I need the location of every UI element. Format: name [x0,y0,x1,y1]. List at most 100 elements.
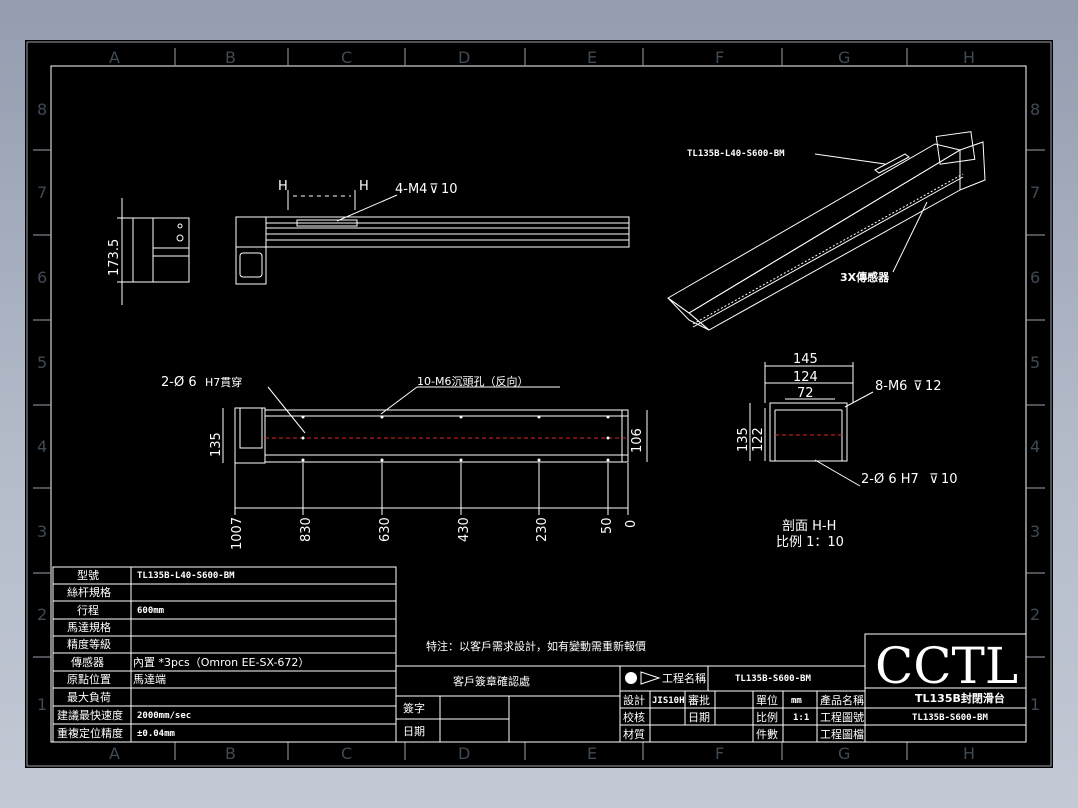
zone-col-a-top: A [109,48,120,67]
zone-row-4-left: 4 [37,437,47,456]
leader-sec-2d6 [814,459,861,487]
tb-design-value: JIS10H [652,696,685,706]
zone-row-8-right: 8 [1030,100,1040,119]
outer-border [26,41,1052,767]
drawing-canvas[interactable]: A B C D E F G H A B C D E F G H 8 7 6 5 … [25,40,1053,768]
tb-scale-label: 比例 [756,710,778,724]
zone-col-h-top: H [963,48,975,67]
dim-106: 106 [630,428,645,453]
callout-model: TL135B-L40-S600-BM [687,149,785,159]
top-view-dimension-lines [222,408,648,515]
dim-145: 145 [793,352,818,367]
spec-label-model: 型號 [77,568,99,582]
spec-label-speed: 建議最快速度 [57,708,123,722]
zone-col-b-top: B [225,48,236,67]
callout-10m6: 10-M6沉頭孔（反向） [417,374,528,388]
leader-sensor [892,201,928,273]
section-scale: 比例 1：10 [776,535,844,550]
section-h-right: H [359,179,369,194]
dim-1007: 1007 [230,517,245,550]
leader-model [814,153,886,165]
leader-2d6 [267,386,306,434]
leader-8m6 [844,391,874,408]
tb-qty-label: 件數 [756,728,778,741]
tb-approve-label: 審批 [688,693,710,707]
tb-unit-value: mm [791,696,802,706]
zone-col-f-bottom: F [715,744,724,763]
callout-8m6: 8-M6 [875,379,907,394]
spec-label-max-load: 最大負荷 [67,690,111,704]
zone-row-7-right: 7 [1030,183,1040,202]
drawing-sheet[interactable]: A B C D E F G H A B C D E F G H 8 7 6 5 … [25,40,1053,768]
tb-drawing-no-value: TL135B-S600-BM [912,713,988,723]
dim-173-5: 173.5 [107,239,122,276]
spec-value-repeat: ±0.04mm [137,729,176,739]
section-view[interactable] [749,362,854,462]
section-h-left: H [278,179,288,194]
spec-value-speed: 2000mm/sec [137,711,191,721]
dim-630: 630 [378,517,393,542]
zone-col-h-bottom: H [963,744,975,763]
tb-design-label: 設計 [623,693,645,707]
section-marker-h [287,190,356,210]
zone-col-e-top: E [587,48,597,67]
title-block [619,633,1027,743]
spec-value-sensor: 內置 *3pcs（Omron EE-SX-672） [133,656,309,669]
projection-symbol-icon [625,671,661,685]
spec-label-stroke: 行程 [77,604,99,617]
zone-row-2-left: 2 [37,605,47,624]
confirm-title: 客戶簽章確認處 [453,674,530,688]
zone-col-b-bottom: B [225,744,236,763]
dim-72: 72 [797,386,814,401]
spec-label-origin: 原點位置 [67,672,111,686]
zone-row-1-right: 1 [1030,695,1040,714]
special-note: 特注：以客戶需求設計，如有變動需重新報價 [426,639,646,653]
dim-122: 122 [751,427,766,452]
dim-135-section: 135 [736,427,751,452]
end-view[interactable] [117,198,190,305]
zone-ticks [33,48,1045,760]
dim-830: 830 [299,517,314,542]
callout-2d6: 2-Ø 6 [161,375,197,390]
dim-0: 0 [624,520,639,528]
confirm-sign-label: 簽字 [403,701,425,715]
callout-8m6-depth: 12 [925,379,942,394]
zone-row-8-left: 8 [37,100,47,119]
spec-value-stroke: 600mm [137,606,165,616]
confirm-date-label: 日期 [403,725,425,738]
zone-col-a-bottom: A [109,744,120,763]
tb-date-label: 日期 [688,711,710,724]
callout-sec-2d6: 2-Ø 6 H7 [861,472,919,487]
front-view[interactable] [235,216,630,285]
tb-eng-no-label: 工程圖號 [820,711,864,724]
zone-col-d-bottom: D [458,744,470,763]
spec-label-precision: 精度等級 [67,637,111,651]
spec-label-repeat: 重複定位精度 [57,726,123,740]
callout-sec-2d6-depth-symbol: ⊽ [929,472,939,487]
zone-row-5-left: 5 [37,353,47,372]
spec-table [52,566,397,743]
dim-50: 50 [600,517,615,534]
zone-row-5-right: 5 [1030,353,1040,372]
zone-col-d-top: D [458,48,470,67]
zone-row-7-left: 7 [37,183,47,202]
spec-label-screw: 絲杆規格 [67,585,111,599]
zone-col-g-bottom: G [838,744,850,763]
zone-col-e-bottom: E [587,744,597,763]
top-view-holes [301,415,610,462]
zone-col-f-top: F [715,48,724,67]
callout-sensor: 3X傳感器 [840,270,890,284]
isometric-view[interactable] [667,131,986,331]
tb-drawing-name-label: 工程名稱 [662,671,706,685]
spec-value-model: TL135B-L40-S600-BM [137,571,235,581]
zone-row-6-right: 6 [1030,268,1040,287]
tb-check-label: 校核 [623,710,645,724]
zone-col-c-top: C [341,48,352,67]
tb-product-value: TL135B封閉滑台 [915,691,1005,705]
zone-row-4-right: 4 [1030,437,1040,456]
tb-unit-label: 單位 [756,693,778,707]
dim-135-top: 135 [209,432,224,457]
top-view[interactable] [234,407,629,464]
tb-material-label: 材質 [623,727,645,741]
zone-row-3-left: 3 [37,522,47,541]
